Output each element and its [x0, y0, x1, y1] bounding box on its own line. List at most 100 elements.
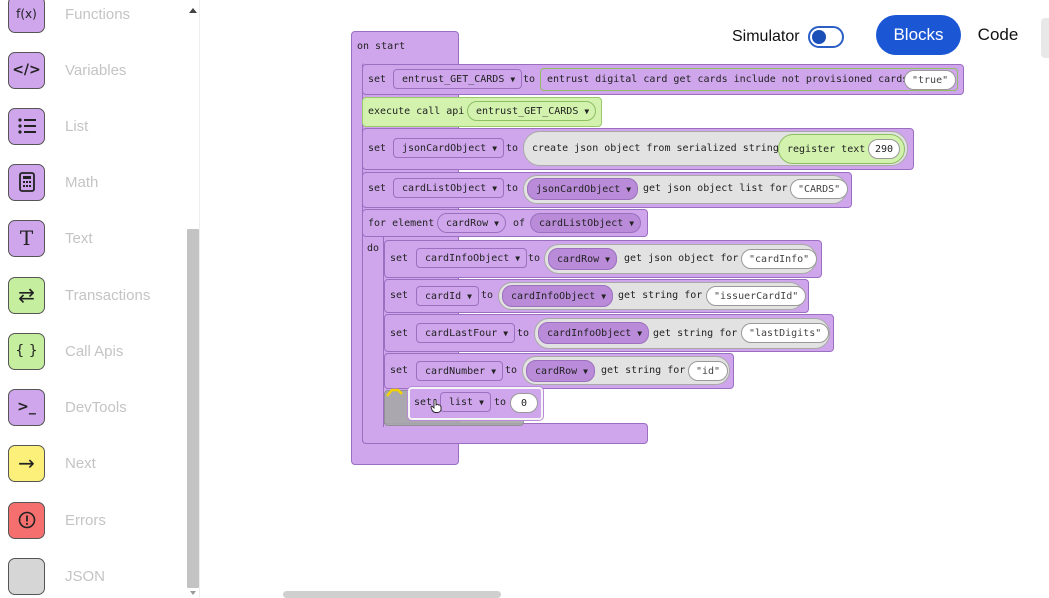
category-call-apis[interactable]: { } Call Apis [8, 332, 198, 370]
block-text: get string for [618, 290, 703, 301]
variable-dropdown[interactable]: list▼ [440, 392, 491, 412]
to-label: to [506, 183, 519, 194]
dropdown-arrow-icon: ▼ [479, 397, 484, 407]
block-text: get string for [653, 328, 738, 339]
variable-reporter[interactable]: cardInfoObject▼ [538, 322, 650, 344]
of-label: of [513, 218, 526, 229]
variable-reporter[interactable]: cardRow ▼ [548, 248, 617, 270]
string-card-info[interactable]: "cardInfo" [741, 249, 818, 269]
workspace-horizontal-scrollbar[interactable] [283, 591, 501, 598]
text-icon: T [8, 219, 45, 257]
category-variables[interactable]: </> Variables [8, 51, 198, 89]
dropdown-arrow-icon: ▼ [467, 291, 472, 301]
variable-dropdown[interactable]: cardListObject ▼ [393, 178, 505, 198]
loop-list-dropdown[interactable]: cardListObject ▼ [530, 213, 642, 233]
category-label: Text [65, 229, 93, 247]
set-label: set [390, 328, 409, 339]
function-icon: f(x) [8, 0, 45, 33]
dropdown-arrow-icon: ▼ [492, 183, 498, 193]
dropdown-arrow-icon: ▼ [491, 366, 497, 376]
api-dropdown[interactable]: entrust_GET_CARDS ▼ [467, 101, 597, 121]
variable-dropdown[interactable]: cardInfoObject ▼ [416, 248, 528, 268]
scroll-down-icon[interactable] [187, 588, 199, 598]
on-start-label: on start [357, 41, 406, 52]
string-cards[interactable]: "CARDS" [790, 179, 849, 199]
dropdown-value: cardListObject [402, 182, 487, 194]
string-true[interactable]: "true" [904, 70, 957, 90]
dropdown-value: cardInfoObject [547, 327, 632, 339]
connection-highlight [386, 388, 403, 397]
category-math[interactable]: Math [8, 163, 198, 201]
dropdown-arrow-icon: ▼ [629, 218, 635, 228]
dropdown-arrow-icon: ▼ [503, 328, 509, 338]
register-number[interactable]: 290 [868, 139, 900, 159]
variable-dropdown[interactable]: cardNumber ▼ [416, 361, 504, 381]
dropdown-arrow-icon: ▼ [494, 218, 499, 228]
sidebar-scrollbar-thumb[interactable] [187, 229, 199, 588]
hand-cursor-icon [430, 399, 442, 413]
set-label: set [390, 290, 409, 301]
arrow-right-icon: → [8, 444, 45, 482]
string-last-digits[interactable]: "lastDigits" [741, 323, 830, 343]
dropdown-arrow-icon: ▼ [605, 254, 610, 264]
dropdown-arrow-icon: ▼ [515, 253, 521, 263]
simulator-toggle[interactable] [808, 26, 844, 48]
category-functions[interactable]: f(x) Functions [8, 0, 198, 33]
on-start-footer [362, 423, 648, 444]
to-label: to [517, 328, 530, 339]
dropdown-value: cardRow [557, 253, 600, 265]
to-label: to [506, 143, 519, 154]
dropdown-value: cardNumber [425, 365, 486, 377]
dropdown-arrow-icon: ▼ [492, 143, 498, 153]
terminal-icon: >_ [8, 388, 45, 426]
dropdown-value: cardLastFour [425, 327, 498, 339]
variable-reporter[interactable]: cardRow▼ [526, 360, 595, 382]
category-json[interactable]: JSON [8, 557, 198, 595]
list-icon [8, 107, 45, 145]
tab-blocks[interactable]: Blocks [876, 15, 961, 55]
category-list[interactable]: List [8, 107, 198, 145]
string-issuer-card-id[interactable]: "issuerCardId" [706, 286, 807, 306]
dropdown-value: cardId [425, 290, 462, 302]
dropdown-arrow-icon: ▼ [584, 106, 590, 116]
category-label: JSON [65, 567, 106, 585]
category-label: List [65, 117, 89, 135]
variable-dropdown[interactable]: entrust_GET_CARDS▼ [393, 69, 523, 89]
variable-reporter[interactable]: cardInfoObject▼ [502, 285, 614, 307]
variable-dropdown[interactable]: cardLastFour ▼ [416, 323, 516, 343]
category-label: Variables [65, 61, 127, 79]
string-id[interactable]: "id" [688, 361, 729, 381]
to-label: to [494, 397, 507, 408]
block-text: get json object list for [643, 183, 788, 194]
dropdown-value: cardInfoObject [425, 252, 510, 264]
variable-dropdown[interactable]: cardId ▼ [416, 286, 479, 306]
loop-variable-dropdown[interactable]: cardRow ▼ [437, 213, 506, 233]
category-text[interactable]: T Text [8, 219, 198, 257]
dropdown-value: cardRow [446, 217, 489, 229]
number-zero[interactable]: 0 [510, 393, 538, 413]
category-label: Errors [65, 511, 106, 529]
set-label: set [368, 74, 387, 85]
set-label: set [368, 143, 387, 154]
do-label: do [367, 243, 380, 254]
category-devtools[interactable]: >_ DevTools [8, 388, 198, 426]
category-errors[interactable]: Errors [8, 501, 198, 539]
dropdown-value: cardListObject [539, 217, 624, 229]
block-text: register text [787, 143, 866, 155]
set-label: set [414, 397, 433, 408]
dropdown-value: entrust_GET_CARDS [476, 105, 579, 117]
category-label: Functions [65, 5, 131, 23]
entrust-get-cards-block[interactable]: entrust digital card get cards include n… [540, 68, 958, 91]
variable-reporter[interactable]: jsonCardObject ▼ [527, 178, 639, 200]
category-transactions[interactable]: ⇄ Transactions [8, 276, 198, 314]
scroll-up-icon[interactable] [187, 4, 199, 16]
category-label: Call Apis [65, 342, 124, 360]
dropdown-value: jsonCardObject [536, 183, 621, 195]
category-next[interactable]: → Next [8, 444, 198, 482]
dropdown-arrow-icon: ▼ [626, 184, 632, 194]
for-element-label: for element [368, 218, 435, 229]
variable-dropdown[interactable]: jsonCardObject▼ [393, 138, 505, 158]
category-label: Next [65, 454, 96, 472]
tab-code[interactable]: Code [977, 25, 1019, 44]
braces-icon: { } [8, 332, 45, 370]
